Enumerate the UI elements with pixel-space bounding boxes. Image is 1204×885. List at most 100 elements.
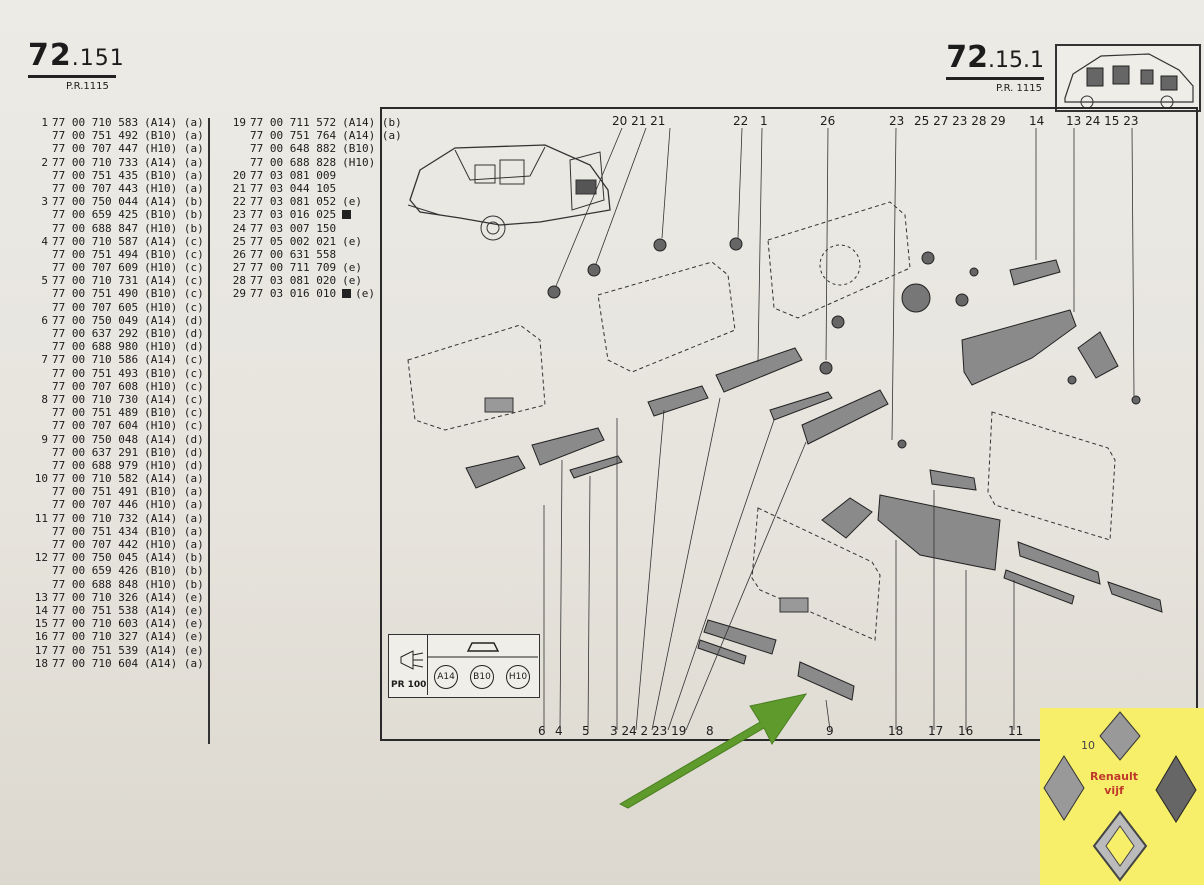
part-variant-code: (H10) (a) xyxy=(144,181,204,195)
parts-list-row: 77 00 751 434(B10) (a) xyxy=(30,525,204,538)
part-number: 77 00 710 603 xyxy=(52,617,139,631)
part-4 xyxy=(531,427,605,466)
part-number: 77 00 688 980 xyxy=(52,340,139,354)
part-number: 77 00 710 327 xyxy=(52,630,139,644)
parts-list-row: 77 00 707 604(H10) (c) xyxy=(30,419,204,432)
part-variant-code: (A14) (e) xyxy=(144,590,204,604)
part-ref: 14 xyxy=(34,603,48,617)
header-rule xyxy=(28,75,116,78)
parts-list-row: 77 00 751 490(B10) (c) xyxy=(30,287,204,300)
part-number: 77 00 707 443 xyxy=(52,181,139,195)
part-2 xyxy=(769,391,833,421)
part-number: 77 00 710 733 xyxy=(52,155,139,169)
part-number: 77 00 631 558 xyxy=(250,247,337,261)
highlight-arrow xyxy=(618,693,808,809)
part-variant-code: (H10) (b) xyxy=(144,221,204,235)
part-variant-code: (H10) (c) xyxy=(144,261,204,275)
callout-label: 4 xyxy=(555,724,563,738)
part-variant-code: (e) xyxy=(355,287,375,301)
part-7 xyxy=(703,619,777,655)
part-number: 77 00 710 604 xyxy=(52,656,139,670)
part-variant-code: (e) xyxy=(342,274,362,288)
part-variant-code: (B10) (a) xyxy=(144,485,204,499)
part-variant-code: (B10) (d) xyxy=(144,327,204,340)
part-number: 77 00 710 730 xyxy=(52,392,139,406)
part-variant-code: (B10) (a) xyxy=(144,524,204,538)
part-number: 77 00 637 291 xyxy=(52,445,139,459)
column-divider xyxy=(208,118,210,744)
callout-label: 23 xyxy=(889,114,905,128)
parts-list-row: 77 00 707 605(H10) (c) xyxy=(30,301,204,314)
part-ref: 29 xyxy=(232,287,246,301)
part-number: 77 00 707 604 xyxy=(52,419,139,433)
callout-label: 26 xyxy=(820,114,836,128)
section-number: 72 xyxy=(28,38,72,73)
part-variant-code: (H10) (a) xyxy=(144,142,204,156)
parts-list-row: 77 00 751 489(B10) (c) xyxy=(30,406,204,419)
parts-list-row: 77 00 637 291 (B10) (d) xyxy=(30,446,204,459)
header-rule-right xyxy=(946,77,1044,80)
parts-list-row: 29 77 03 016 010 (e) xyxy=(228,287,402,300)
part-number: 77 00 751 491 xyxy=(52,485,139,499)
part-variant-code: (H10) (c) xyxy=(144,379,204,393)
part-number: 77 00 750 045 xyxy=(52,551,139,565)
part-number: 77 00 751 493 xyxy=(52,366,139,380)
callout-label: 11 xyxy=(1008,724,1024,738)
part-number: 77 00 688 979 xyxy=(52,458,139,472)
callout-label: 17 xyxy=(928,724,944,738)
part-variant-code: (A14) (a) xyxy=(144,155,204,169)
part-ref: 8 xyxy=(41,392,48,406)
part-ref: 24 xyxy=(232,221,246,235)
parts-list-row: 24 77 03 007 150 xyxy=(228,222,402,235)
renault-logo-icon xyxy=(1040,708,1204,885)
part-19 xyxy=(801,389,889,445)
logo-line-2: vijf xyxy=(1104,784,1124,797)
part-variant-code: (e) xyxy=(342,195,362,209)
part-number: 77 00 707 447 xyxy=(52,142,139,156)
part-variant-code: (A14) (e) xyxy=(144,643,204,657)
part-number: 77 03 081 052 xyxy=(250,195,337,209)
part-variant-code: (e) xyxy=(342,261,362,275)
part-number: 77 00 688 848 xyxy=(52,577,139,591)
part-number: 77 03 007 150 xyxy=(250,221,337,235)
door-panel-front-right xyxy=(767,201,911,319)
part-number: 77 03 081 020 xyxy=(250,274,337,288)
part-variant-code: (H10) xyxy=(342,155,376,169)
parts-list-row: 77 00 659 425(B10) (b) xyxy=(30,208,204,221)
part-ref: 4 xyxy=(41,234,48,248)
part-variant-code: (A14) (c) xyxy=(144,234,204,248)
part-ref: 22 xyxy=(232,195,246,209)
part-ref: 21 xyxy=(232,181,246,195)
callout-label: 25 27 23 28 29 xyxy=(914,114,1006,128)
part-ref: 9 xyxy=(41,432,48,446)
part-variant-code: (H10) (b) xyxy=(144,577,204,591)
part-ref: 20 xyxy=(232,168,246,182)
part-variant-code: (B10) (d) xyxy=(144,445,204,459)
part-number: 77 00 688 828 xyxy=(250,155,337,169)
parts-list-row: 22 77 03 081 052 (e) xyxy=(228,195,402,208)
part-number: 77 00 707 608 xyxy=(52,379,139,393)
part-variant-code: (A14) (a) xyxy=(144,511,204,525)
part-number: 77 03 016 010 xyxy=(250,287,337,301)
part-variant-code: (H10) (a) xyxy=(144,498,204,512)
part-variant-code: (B10) xyxy=(342,142,376,156)
callout-10: 10 xyxy=(1081,739,1095,752)
parts-list-row: 77 00 751 764(A14) (a) xyxy=(228,129,402,142)
part-number: 77 00 710 587 xyxy=(52,234,139,248)
parts-list-row: 77 00 707 609(H10) (c) xyxy=(30,261,204,274)
part-8 xyxy=(697,639,747,665)
part-variant-code: (B10) (b) xyxy=(144,564,204,578)
part-number: 77 03 044 105 xyxy=(250,181,337,195)
callout-label: 3 24 2 23 19 xyxy=(610,724,687,738)
part-number: 77 00 751 489 xyxy=(52,406,139,420)
